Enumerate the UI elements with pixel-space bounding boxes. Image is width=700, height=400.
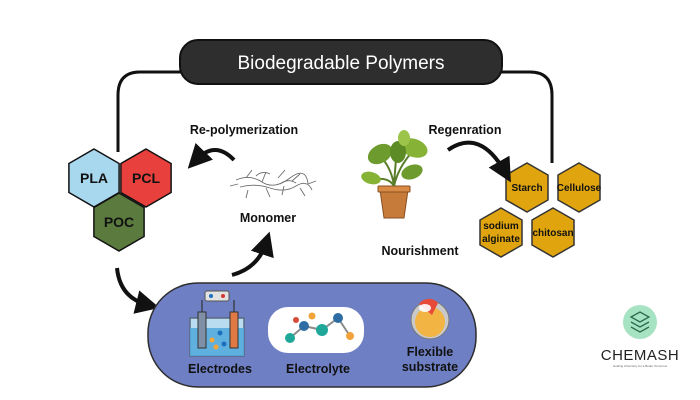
hex-pla-label: PLA [80,170,108,186]
hex-starch: Starch [505,162,549,213]
monomer-label: Monomer [240,211,296,225]
regeneration-label: Regenration [429,123,502,137]
to-device-arrow [115,267,160,314]
hex-chitosan-label: chitosan [532,228,573,239]
hex-starch-label: Starch [511,183,542,194]
hex-chitosan: chitosan [531,207,575,258]
hex-sodium-alginate-label-2: alginate [482,234,520,245]
hex-chitosan-shape [531,207,575,258]
hex-pcl: PCL [120,148,172,208]
device-panel: Electrodes Electrolyte Flexible substrat… [147,282,477,388]
hex-cellulose-label: Cellulose [557,183,602,194]
hex-pcl-label: PCL [132,170,160,186]
to-monomer-arrow [231,231,274,277]
electrolyte-molecule-icon [268,307,364,353]
natural-polymer-hexes: Starch Cellulose sodium alginate chitosa… [479,162,602,258]
arrows [115,140,511,314]
hex-cellulose: Cellulose [557,162,602,213]
nourishment-label: Nourishment [381,244,459,258]
chemash-brand: CHEMASH Guiding Chemistry for a Better T… [601,305,680,368]
brand-name: CHEMASH [601,347,680,364]
regeneration-arrow [446,140,511,183]
hex-pcl-shape [120,148,172,208]
electrodes-icon [189,290,245,357]
title-pill: Biodegradable Polymers [179,39,503,85]
synthetic-polymer-hexes: PLA PCL POC [68,148,172,252]
hex-poc: POC [93,192,145,252]
repolymerization-label: Re-polymerization [190,123,298,137]
electrodes-label: Electrodes [188,362,252,376]
brand-tagline: Guiding Chemistry for a Better Tomorrow [613,364,668,368]
hex-sodium-alginate-label-1: sodium [483,221,519,232]
hex-poc-shape [93,192,145,252]
hex-sodium-alginate: sodium alginate [479,207,523,258]
flexible-substrate-icon [410,298,450,340]
repolymerization-arrow [187,143,236,169]
hex-sodium-alginate-shape [479,207,523,258]
electrolyte-label: Electrolyte [286,362,350,376]
page-title: Biodegradable Polymers [237,53,444,74]
monomer-fibers-icon [229,169,317,199]
hex-poc-label: POC [104,214,134,230]
potted-plant-icon [361,130,428,219]
hex-cellulose-shape [557,162,601,213]
flexible-substrate-label-2: substrate [402,360,458,374]
flexible-substrate-label-1: Flexible [407,345,454,359]
layers-icon [629,311,651,333]
